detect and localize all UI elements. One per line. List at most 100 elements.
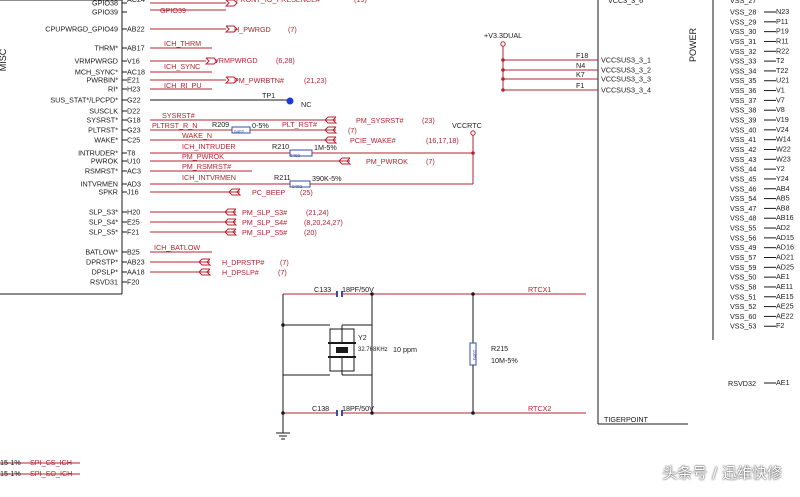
pin-name: VSS_45 (730, 174, 756, 183)
net-label: ICH_RI_PU (164, 81, 202, 90)
watermark: 头条号 / 迅维快修 (662, 464, 782, 482)
capacitor-plate (336, 410, 338, 416)
net-ref: (6,28) (276, 56, 295, 65)
pin-ball: AD21 (776, 253, 794, 262)
pin-ball: E21 (127, 76, 140, 85)
pin-ball: AA18 (127, 268, 145, 277)
pin-name: VSS_27 (730, 0, 756, 5)
pin-ball: AE1 (776, 272, 790, 281)
pin-ball: AB5 (776, 194, 790, 203)
net-label: PCIE_WAKE# (350, 136, 396, 145)
net-label: H_DPSLP# (222, 268, 259, 277)
pin-name: VSS_49 (730, 243, 756, 252)
pin-name: VSS_43 (730, 155, 756, 164)
net-label: GPIO39 (160, 6, 186, 15)
pin-ball: AE25 (776, 302, 794, 311)
pin-name: VSS_34 (730, 66, 756, 75)
junction-dot (370, 411, 374, 415)
pin-name: SUSCLK (89, 107, 118, 116)
pin-name: VSS_59 (730, 263, 756, 272)
ref-label: 32.768KHz (358, 347, 388, 353)
pin-ball: AD3 (127, 180, 141, 189)
pin-name: VSS_37 (730, 96, 756, 105)
net-ref: (21,24) (306, 208, 329, 217)
pin-ball: H20 (127, 208, 140, 217)
pin-ball: B25 (127, 248, 140, 257)
pin-name: VSS_29 (730, 17, 756, 26)
pin-name: VSS_40 (730, 125, 756, 134)
net-label: PM_SLP_S5# (242, 228, 287, 237)
pin-ball: AB4 (776, 184, 790, 193)
pin-ball: V8 (776, 105, 785, 114)
capacitor-plate (341, 291, 343, 297)
junction-dot (501, 88, 505, 92)
ref-label: TP1 (262, 91, 275, 100)
ref-label: 18PF/50V (342, 285, 374, 294)
pin-name: VSS_52 (730, 302, 756, 311)
pin-ball: N23 (776, 7, 789, 16)
junction-dot (471, 292, 475, 296)
pin-ball: AE11 (776, 282, 793, 291)
v33dual-ring (500, 41, 506, 47)
offpage-connector (224, 218, 238, 226)
net-ref: (16,17,18) (426, 136, 459, 145)
part-pkg: 0402 (234, 129, 245, 134)
pin-name: VSS_48 (730, 214, 756, 223)
pin-ball: T22 (776, 66, 788, 75)
pin-ball: AD15 (776, 233, 794, 242)
pin-ball: AE1 (776, 378, 790, 387)
pin-name: VCCSUS3_3_4 (601, 86, 651, 95)
pin-ball: F20 (127, 278, 139, 287)
pin-ball: AB16 (776, 213, 794, 222)
pin-name: SUS_STAT*/LPCPD* (50, 96, 118, 105)
ref-label: 15-1% (0, 458, 21, 467)
junction-dot (281, 411, 285, 415)
net-label: PC_BEEP (252, 188, 285, 197)
net-label: RTCX1 (528, 285, 551, 294)
ref-label: C138 (312, 404, 329, 413)
ref-label: NC (301, 100, 311, 109)
pin-name: SLP_S5* (89, 228, 118, 237)
net-ref: (8,20,24,27) (304, 218, 343, 227)
pin-ball: E25 (127, 218, 140, 227)
pin-ball: F18 (576, 51, 588, 60)
junction-dot (501, 77, 505, 81)
pin-name: VSS_47 (730, 204, 756, 213)
pin-ball: J16 (127, 188, 139, 197)
pin-ball: V19 (776, 115, 789, 124)
capacitor-plate (336, 291, 338, 297)
pin-ball: K7 (576, 70, 585, 79)
pin-name: VSS_42 (730, 145, 756, 154)
pin-name: VCCSUS3_3_3 (601, 75, 651, 84)
ref-label: 0-5% (252, 121, 269, 130)
junction-dot (471, 151, 475, 155)
pin-name: VSS_58 (730, 282, 756, 291)
pin-ball: P11 (776, 17, 788, 26)
pin-name: VCC3_3_6 (608, 0, 643, 5)
net-label: PM_PWRBTN# (234, 76, 284, 85)
pin-ball: R11 (776, 36, 789, 45)
pin-name: VSS_35 (730, 76, 756, 85)
ref-label: 10 ppm (393, 345, 417, 354)
offpage-connector (224, 208, 238, 216)
net-label: SPI_SO_ICH (30, 469, 72, 478)
net-label: H_PWRGD (234, 25, 271, 34)
net-ref: (7) (348, 126, 357, 135)
net-label: SYSRST# (162, 111, 195, 120)
pin-name: WAKE* (94, 136, 118, 145)
pin-ball: AB17 (127, 44, 145, 53)
ref-label: R210 (272, 142, 289, 151)
pin-ball: AC18 (127, 68, 145, 77)
junction-dot (471, 411, 475, 415)
pin-name: VSS_50 (730, 273, 756, 282)
pin-name: VCCSUS3_3_1 (601, 56, 651, 65)
ref-label: 15-1% (0, 469, 21, 478)
pin-name: VSS_51 (730, 292, 756, 301)
pin-name: VSS_39 (730, 116, 756, 125)
ref-label: R215 (491, 344, 508, 353)
pin-ball: D22 (127, 107, 140, 116)
pin-name: VSS_55 (730, 224, 756, 233)
pin-ball: H23 (127, 85, 140, 94)
offpage-connector (198, 268, 212, 276)
pin-ball: AB8 (776, 203, 790, 212)
